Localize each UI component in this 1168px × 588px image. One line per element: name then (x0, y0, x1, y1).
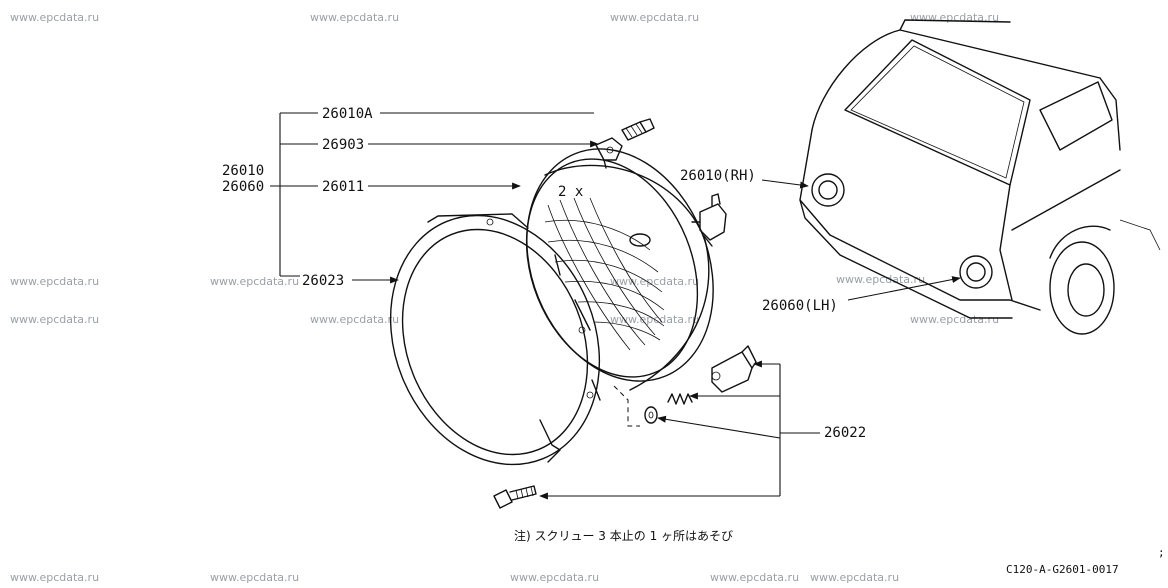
edge-mark: ; (1158, 546, 1165, 559)
label-part-26060: 26060 (222, 179, 264, 195)
quantity-label: 2 x (558, 184, 583, 200)
watermark: www.epcdata.ru (910, 313, 999, 326)
watermark: www.epcdata.ru (836, 273, 925, 286)
label-part-26010: 26010 (222, 163, 264, 179)
screw-bolt-drawing (621, 118, 655, 141)
leader-rh (761, 179, 809, 189)
label-part-26022: 26022 (824, 425, 866, 441)
watermark: www.epcdata.ru (10, 275, 99, 288)
watermark: www.epcdata.ru (810, 571, 899, 584)
label-part-26010a: 26010A (322, 106, 373, 122)
watermark-layer: www.epcdata.ru www.epcdata.ru www.epcdat… (10, 11, 999, 584)
watermark: www.epcdata.ru (10, 313, 99, 326)
retaining-ring-drawing (389, 213, 601, 466)
watermark: www.epcdata.ru (310, 313, 399, 326)
watermark: www.epcdata.ru (710, 571, 799, 584)
drawing-code: C120-A-G2601-0017 (1006, 563, 1119, 576)
label-part-26903: 26903 (322, 137, 364, 153)
assembly-note: 注) スクリュー 3 本止の 1 ヶ所はあそび (514, 528, 733, 543)
watermark: www.epcdata.ru (310, 11, 399, 24)
watermark: www.epcdata.ru (610, 275, 699, 288)
adjuster-parts-drawing (493, 345, 757, 509)
sealed-beam-lamp-drawing (525, 148, 727, 391)
vehicle-front-drawing (799, 19, 1161, 335)
watermark: www.epcdata.ru (10, 571, 99, 584)
label-part-26023: 26023 (302, 273, 344, 289)
watermark: www.epcdata.ru (610, 11, 699, 24)
watermark: www.epcdata.ru (10, 11, 99, 24)
label-lh-headlamp: 26060(LH) (762, 298, 838, 314)
label-rh-headlamp: 26010(RH) (680, 168, 756, 184)
watermark: www.epcdata.ru (510, 571, 599, 584)
watermark: www.epcdata.ru (210, 571, 299, 584)
leader-lines-right (539, 360, 820, 500)
watermark: www.epcdata.ru (210, 275, 299, 288)
label-part-26011: 26011 (322, 179, 364, 195)
leader-lh (847, 276, 961, 301)
leader-lines-left (270, 112, 599, 284)
